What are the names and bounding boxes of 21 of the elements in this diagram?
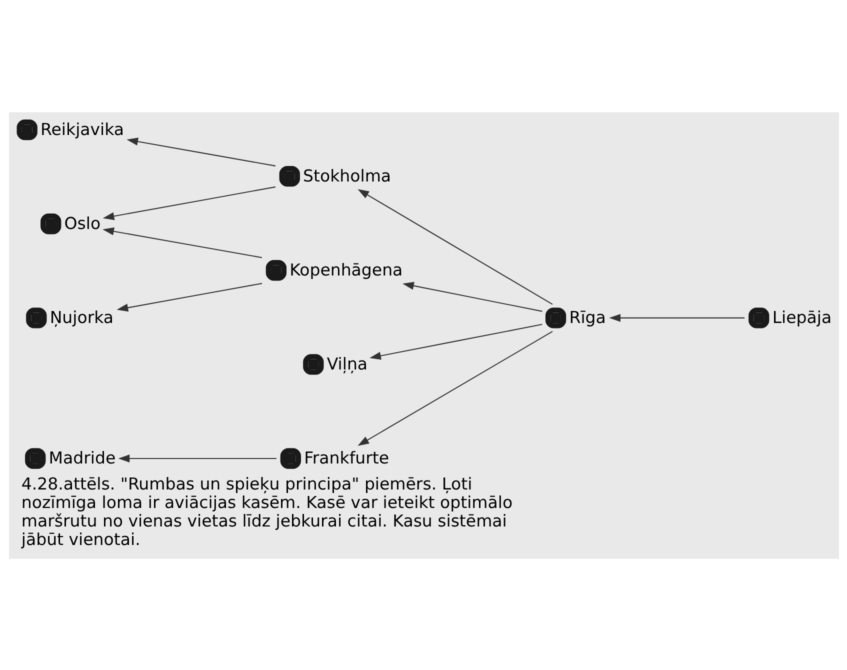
arrow — [357, 188, 552, 304]
node-label: Kopenhāgena — [289, 260, 402, 279]
node-label: Ņujorka — [49, 307, 114, 326]
arrow — [102, 226, 262, 258]
arrow — [116, 282, 262, 312]
arrow — [102, 186, 276, 220]
arrow — [126, 137, 276, 166]
arrow — [369, 323, 542, 360]
node-label: Frankfurte — [304, 448, 389, 467]
arrow — [357, 330, 552, 446]
node-label: Reikjavika — [40, 119, 124, 138]
node-label: Oslo — [64, 213, 100, 232]
node-label: Madride — [48, 448, 116, 467]
arrow — [608, 313, 744, 322]
node-label: Viļņa — [326, 354, 368, 373]
node-label: Liepāja — [772, 307, 832, 326]
arrow — [402, 281, 542, 312]
node-label: Rīga — [568, 307, 606, 326]
caption: 4.28.attēls. "Rumbas un spieķu principa" piemērs. Ļoti nozīmīga loma ir aviācijas kasēm. Kasē var ieteikt optimālo maršrutu no vienas vietas līdz jebkurai citai. Kasu sistēmai jābūt vienotai. — [20, 474, 512, 549]
arrow — [118, 454, 276, 462]
node-label: Stokholma — [302, 166, 391, 185]
